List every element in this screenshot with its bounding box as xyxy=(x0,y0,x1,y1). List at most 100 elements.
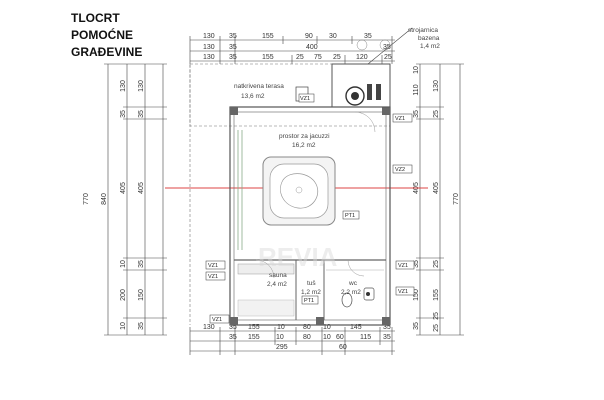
dim-label: 10 xyxy=(120,322,127,330)
title-line-3: GRAĐEVINE xyxy=(71,45,143,59)
pump-room-name-2: bazena xyxy=(418,35,440,42)
sauna-name: sauna xyxy=(269,272,287,279)
dim-label: 145 xyxy=(350,324,362,331)
dim-label: 35 xyxy=(413,110,420,118)
dim-label: 35 xyxy=(229,324,237,331)
dim-label: 130 xyxy=(138,80,145,92)
sauna-area: 2,4 m2 xyxy=(267,281,287,288)
dim-label: 10 xyxy=(323,324,331,331)
dim-label: 35 xyxy=(229,33,237,40)
dim-label: 10 xyxy=(323,334,331,341)
dim-label: 770 xyxy=(83,193,90,205)
tag-box xyxy=(301,295,319,305)
dim-label: 25 xyxy=(333,54,341,61)
dim-label: 25 xyxy=(433,324,440,332)
bottom-dimension-chain xyxy=(189,327,395,355)
jacuzzi-area: 16,2 m2 xyxy=(292,142,316,149)
dim-label: 295 xyxy=(276,344,288,351)
dim-label: 35 xyxy=(364,33,372,40)
dim-label: 155 xyxy=(433,289,440,301)
jacuzzi xyxy=(262,156,336,226)
tag-box xyxy=(392,113,413,123)
dim-label: 155 xyxy=(262,54,274,61)
tag-box xyxy=(205,271,226,281)
dim-label: 35 xyxy=(138,322,145,330)
dim-label: 10 xyxy=(276,334,284,341)
tag-vz1-mid: VZ1 xyxy=(208,274,218,280)
left-dimension-chain xyxy=(104,63,167,336)
building-walls xyxy=(229,106,391,326)
title-line-1: TLOCRT xyxy=(71,11,120,25)
dim-label: 25 xyxy=(296,54,304,61)
terrace-name: natkrivena terasa xyxy=(234,83,284,90)
tag-box xyxy=(205,260,226,270)
dim-label: 120 xyxy=(356,54,368,61)
dim-label: 35 xyxy=(138,110,145,118)
dim-label: 405 xyxy=(120,182,127,194)
jacuzzi-name: prostor za jacuzzi xyxy=(279,133,330,140)
dim-label: 115 xyxy=(360,334,371,341)
terrace-outline xyxy=(189,63,391,127)
dim-label: 405 xyxy=(138,182,145,194)
bottom-dimension-labels: 130 35 155 10 80 10 145 35 35 155 10 80 … xyxy=(203,324,391,351)
dim-label: 155 xyxy=(262,33,274,40)
dim-label: 405 xyxy=(433,182,440,194)
dim-label: 130 xyxy=(433,80,440,92)
dim-label: 25 xyxy=(433,110,440,118)
dim-label: 25 xyxy=(384,54,392,61)
dim-label: 130 xyxy=(120,80,127,92)
tag-pt1: PT1 xyxy=(345,213,355,219)
pump-room-area: 1,4 m2 xyxy=(420,43,440,50)
dim-label: 10 xyxy=(277,324,285,331)
dim-label: 35 xyxy=(383,324,391,331)
top-dimension-labels: 130 35 155 90 30 35 130 35 400 35 130 35… xyxy=(203,33,392,61)
tag-box xyxy=(298,93,315,103)
door-swings xyxy=(255,111,376,279)
dim-label: 30 xyxy=(329,33,337,40)
dim-label: 840 xyxy=(101,193,108,205)
tag-box xyxy=(392,164,413,174)
tag-vz1-bl: VZ1 xyxy=(212,317,222,323)
dim-label: 35 xyxy=(229,334,237,341)
pump-room-name: strojarnica xyxy=(408,27,438,34)
dim-label: 10 xyxy=(120,260,127,268)
dim-label: 35 xyxy=(229,54,237,61)
watermark: REVIA xyxy=(258,242,338,272)
shower-name: tuš xyxy=(307,280,316,287)
drawing-title: TLOCRT POMOĆNE GRAĐEVINE xyxy=(71,10,181,61)
wc-fixtures xyxy=(326,269,384,308)
tag-vz1-left: VZ1 xyxy=(208,263,218,269)
dim-label: 10 xyxy=(413,66,420,74)
pump-room xyxy=(331,27,413,108)
top-dimension-chain xyxy=(189,36,395,64)
dim-label: 35 xyxy=(229,44,237,51)
tag-box xyxy=(395,260,415,270)
title-line-2: POMOĆNE xyxy=(71,28,134,42)
dim-label: 35 xyxy=(413,322,420,330)
room-labels: natkrivena terasa 13,6 m2 prostor za jac… xyxy=(234,27,440,296)
dim-label: 35 xyxy=(413,260,420,268)
right-dimension-chain xyxy=(416,63,464,336)
dim-label: 150 xyxy=(138,289,145,301)
dim-label: 90 xyxy=(305,33,313,40)
tag-vz1-wc: VZ1 xyxy=(398,289,408,295)
tag-vz1-top: VZ1 xyxy=(395,116,405,122)
dim-label: 400 xyxy=(306,44,318,51)
dim-label: 35 xyxy=(383,334,391,341)
dim-label: 35 xyxy=(138,260,145,268)
dim-label: 60 xyxy=(339,344,347,351)
dim-label: 80 xyxy=(303,334,311,341)
element-tags: VZ1 VZ1 VZ2 PT1 VZ1 VZ1 VZ1 PT1 VZ1 VZ1 xyxy=(205,93,415,324)
terrace-area: 13,6 m2 xyxy=(241,93,265,100)
dim-label: 130 xyxy=(203,44,215,51)
dim-label: 155 xyxy=(248,324,260,331)
tag-vz2: VZ2 xyxy=(395,167,405,173)
dim-label: 25 xyxy=(433,260,440,268)
dim-label: 150 xyxy=(413,289,420,301)
dim-label: 200 xyxy=(120,289,127,301)
dim-label: 130 xyxy=(203,33,215,40)
dim-label: 155 xyxy=(248,334,260,341)
dim-label: 130 xyxy=(203,324,215,331)
dim-label: 25 xyxy=(433,312,440,320)
